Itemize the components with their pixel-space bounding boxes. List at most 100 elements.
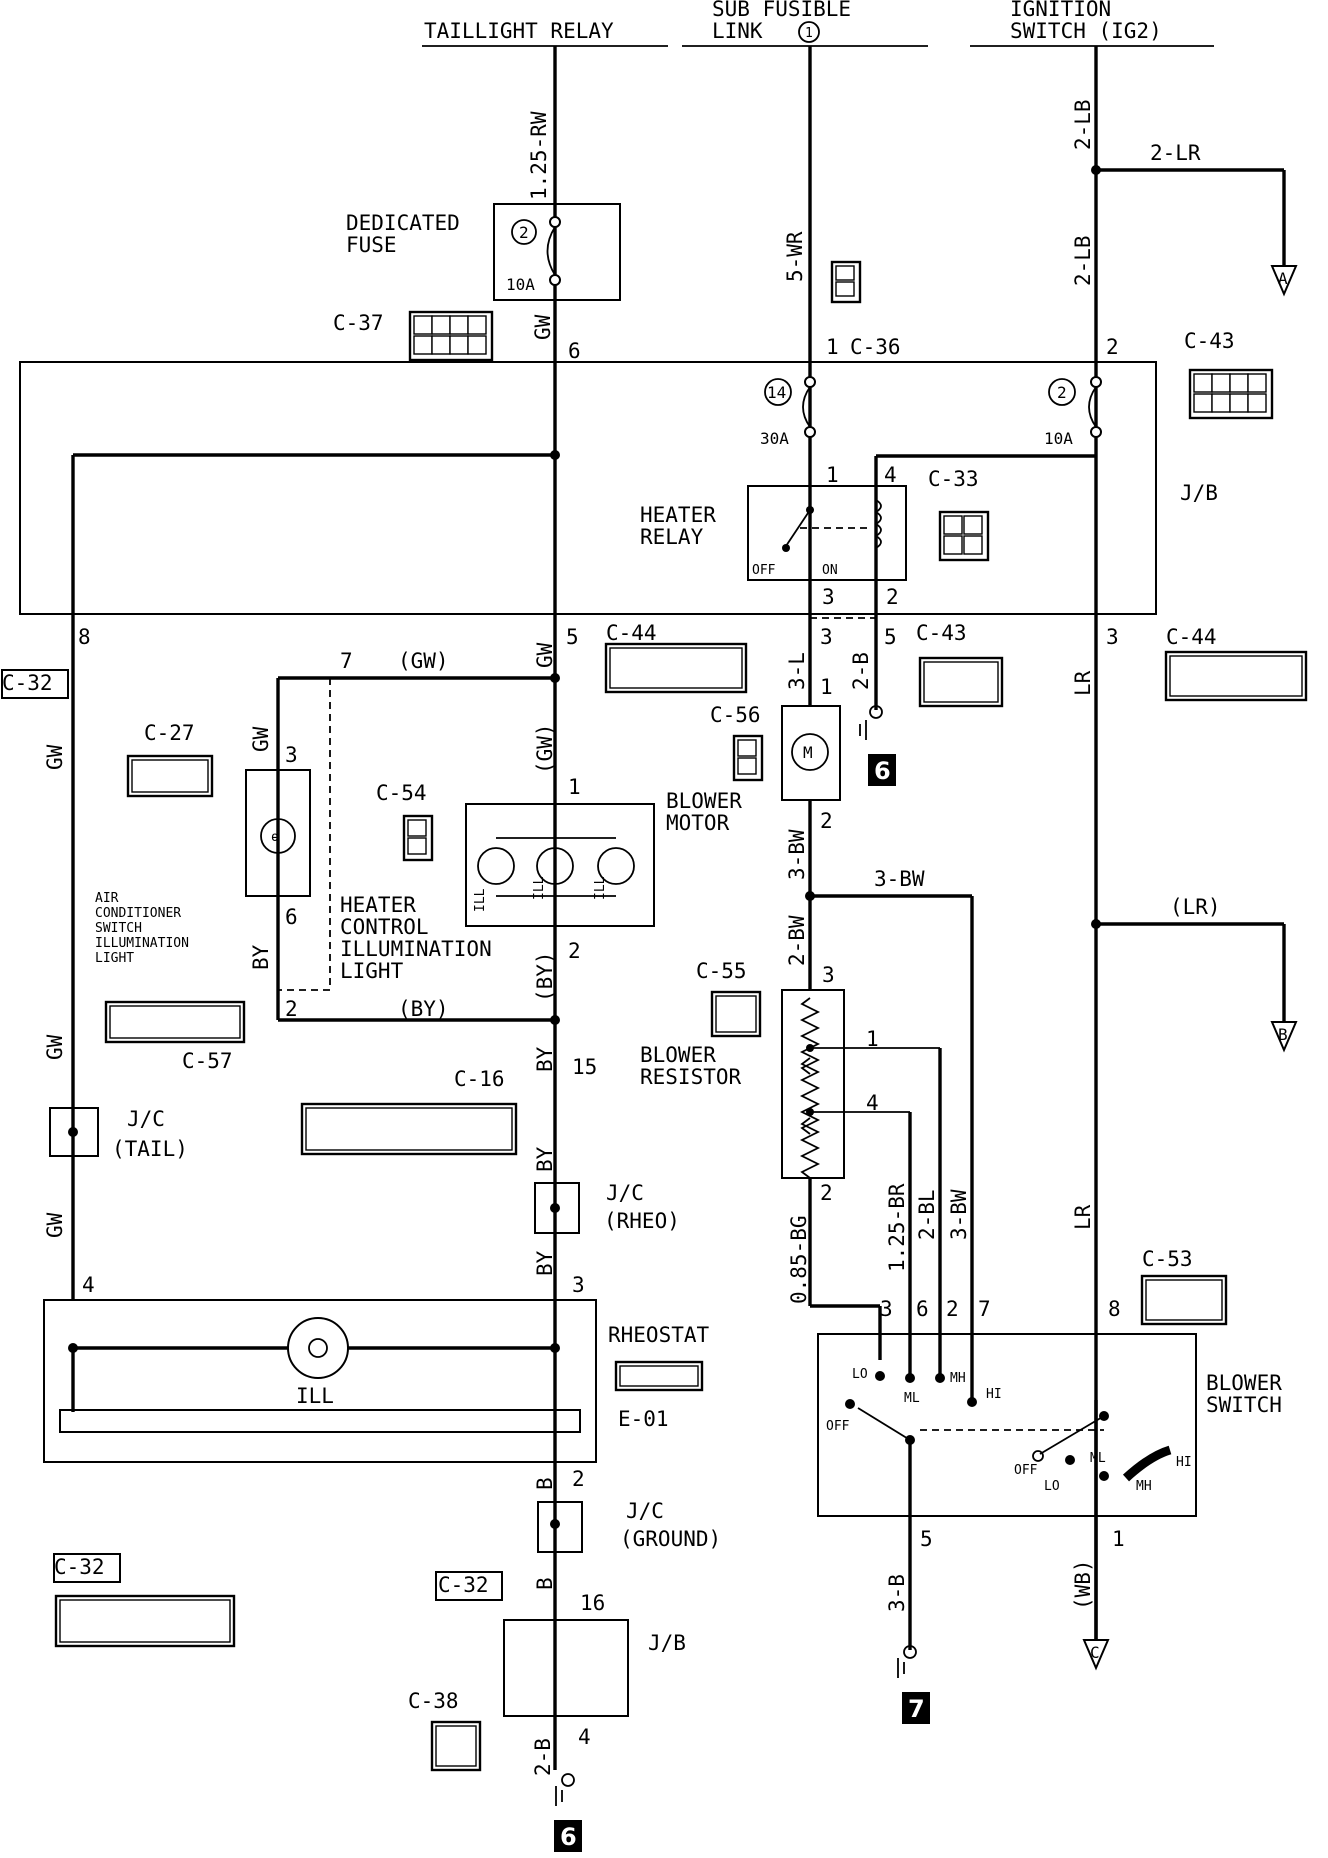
- wire-1-25-rw: 1.25-RW: [527, 111, 551, 200]
- svg-text:J/C: J/C: [626, 1499, 664, 1523]
- svg-text:(RHEO): (RHEO): [604, 1209, 680, 1233]
- svg-text:3: 3: [880, 1297, 893, 1321]
- terminal-b: B: [1270, 1021, 1298, 1053]
- wire-by-2: BY: [533, 1146, 557, 1172]
- connector-c55: C-55: [696, 959, 747, 983]
- wire-by-1: BY: [533, 1046, 557, 1072]
- wire-lr-2: LR: [1071, 1204, 1095, 1230]
- svg-text:10A: 10A: [506, 275, 535, 294]
- jc-ground: J/C (GROUND): [537, 1499, 721, 1553]
- svg-text:2: 2: [568, 939, 581, 963]
- svg-text:(GW): (GW): [398, 649, 449, 673]
- svg-text:J/B: J/B: [648, 1631, 686, 1655]
- svg-text:E-01: E-01: [618, 1407, 669, 1431]
- jb-lower: J/B: [503, 1619, 686, 1717]
- wire-3-bw-bus: 3-BW: [874, 867, 925, 891]
- svg-text:CONDITIONER: CONDITIONER: [95, 906, 181, 921]
- junction-block-frame: [19, 361, 1157, 615]
- svg-text:BY: BY: [249, 944, 273, 970]
- svg-text:IGNITION: IGNITION: [1010, 0, 1111, 21]
- ground-symbol-6-lower: [555, 1773, 575, 1806]
- wire-lr-1: LR: [1071, 670, 1095, 696]
- pin-2-rheostat: 2: [572, 1467, 585, 1491]
- svg-text:ML: ML: [904, 1391, 920, 1406]
- wire-gw-left-3: GW: [43, 1212, 67, 1238]
- connector-c32-lower-face: [54, 1594, 236, 1648]
- svg-text:SWITCH: SWITCH: [95, 921, 142, 936]
- taillight-relay-source: TAILLIGHT RELAY: [422, 19, 668, 47]
- pin-15: 15: [572, 1055, 597, 1079]
- svg-text:CONTROL: CONTROL: [340, 915, 429, 939]
- svg-text:3: 3: [572, 1273, 585, 1297]
- wire-3-b: 3-B: [885, 1574, 909, 1612]
- ground-badge-6-lower: 6: [554, 1820, 582, 1852]
- wire-2-b-relay: 2-B: [849, 652, 873, 690]
- svg-text:C: C: [1090, 1643, 1100, 1662]
- wire-0-85-bg: 0.85-BG: [787, 1215, 811, 1304]
- wire-gw-below-jb: GW: [533, 642, 557, 668]
- svg-text:LIGHT: LIGHT: [340, 959, 404, 983]
- connector-c56-face: [732, 734, 764, 782]
- ground-badge-6-upper: 6: [868, 754, 896, 786]
- pin-16: 16: [580, 1591, 605, 1615]
- svg-text:ILL: ILL: [296, 1384, 334, 1408]
- wire-2-bw: 2-BW: [785, 915, 809, 966]
- connector-c32-lower-left: C-32: [54, 1555, 105, 1579]
- pin-5-switch: 5: [920, 1527, 933, 1551]
- svg-text:FUSE: FUSE: [346, 233, 397, 257]
- svg-text:ILL: ILL: [532, 876, 547, 900]
- connector-c55-face: [710, 990, 762, 1038]
- blower-resistor: BLOWER RESISTOR 1 4 2: [640, 989, 940, 1205]
- connector-c16-face: [300, 1102, 518, 1156]
- connector-c33-face: [938, 510, 990, 562]
- connector-c57-face: [104, 1000, 246, 1044]
- svg-text:ILL: ILL: [593, 876, 608, 900]
- svg-text:ILLUMINATION: ILLUMINATION: [340, 937, 492, 961]
- jb-label-upper: J/B: [1180, 481, 1218, 505]
- svg-text:8: 8: [1108, 1297, 1121, 1321]
- svg-text:SWITCH (IG2): SWITCH (IG2): [1010, 19, 1162, 43]
- connector-c37-face: [408, 310, 494, 362]
- wire-1-25-br: 1.25-BR: [885, 1183, 909, 1272]
- wire-b-2: B: [533, 1577, 557, 1590]
- svg-text:ILL: ILL: [473, 888, 488, 912]
- svg-text:B: B: [1278, 1025, 1288, 1044]
- wire-gw-left-1: GW: [43, 744, 67, 770]
- pin-8-c32: 8: [78, 625, 91, 649]
- svg-text:6: 6: [560, 1823, 577, 1851]
- svg-text:OFF: OFF: [752, 563, 776, 578]
- svg-text:SUB FUSIBLE: SUB FUSIBLE: [712, 0, 851, 21]
- svg-text:2: 2: [820, 1181, 833, 1205]
- svg-text:HI: HI: [986, 1387, 1002, 1402]
- svg-text:14: 14: [767, 383, 786, 402]
- wire-2-lb-2: 2-LB: [1071, 235, 1095, 286]
- svg-text:ML: ML: [1090, 1451, 1106, 1466]
- wire-gw-paren: (GW): [533, 723, 557, 774]
- connector-c56: C-56: [710, 703, 761, 727]
- wire-3-bw-switch: 3-BW: [947, 1189, 971, 1240]
- wire-wb-paren: (WB): [1071, 1559, 1095, 1610]
- ground-symbol-7: [897, 1645, 917, 1678]
- wire-2-lr: 2-LR: [1150, 141, 1201, 165]
- svg-text:1: 1: [805, 26, 813, 41]
- fuse-10a-jb: 2 10A: [1044, 376, 1102, 448]
- pin-1-switch: 1: [1112, 1527, 1125, 1551]
- svg-text:OFF: OFF: [1014, 1463, 1038, 1478]
- svg-text:RESISTOR: RESISTOR: [640, 1065, 742, 1089]
- connector-c33: C-33: [928, 467, 979, 491]
- svg-text:2: 2: [285, 997, 298, 1021]
- svg-text:4: 4: [884, 463, 897, 487]
- svg-text:AIR: AIR: [95, 891, 119, 906]
- svg-text:HEATER: HEATER: [640, 503, 716, 527]
- svg-text:OFF: OFF: [826, 1419, 850, 1434]
- svg-text:J/C: J/C: [606, 1181, 644, 1205]
- svg-text:DEDICATED: DEDICATED: [346, 211, 460, 235]
- svg-text:6: 6: [285, 905, 298, 929]
- svg-text:RHEOSTAT: RHEOSTAT: [608, 1323, 710, 1347]
- svg-text:7: 7: [908, 1695, 925, 1723]
- svg-text:4: 4: [866, 1091, 879, 1115]
- svg-text:LINK: LINK: [712, 19, 763, 43]
- svg-text:1: 1: [568, 775, 581, 799]
- wire-gw-left-2: GW: [43, 1034, 67, 1060]
- svg-text:RELAY: RELAY: [640, 525, 704, 549]
